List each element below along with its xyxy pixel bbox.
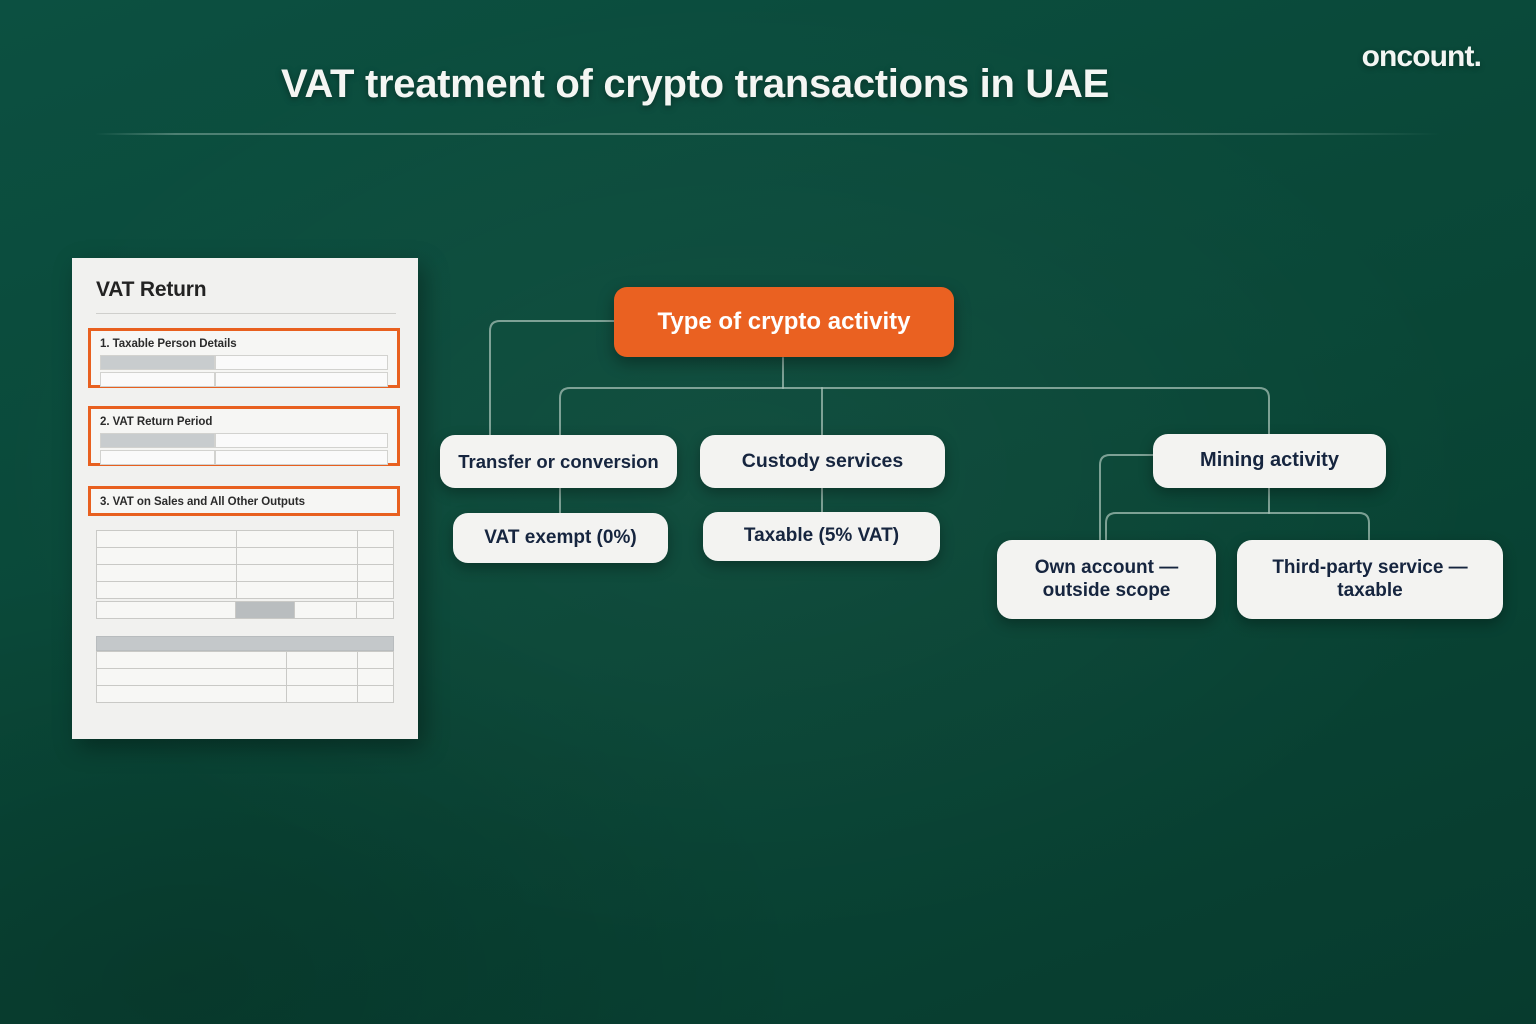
document-title: VAT Return — [96, 278, 207, 301]
document-section-label: 3. VAT on Sales and All Other Outputs — [100, 496, 305, 508]
document-field-row — [100, 372, 388, 387]
flow-node-third-party-service[interactable]: Third-party service — taxable — [1237, 540, 1503, 619]
flow-node-own-account[interactable]: Own account — outside scope — [997, 540, 1216, 619]
bar-segment — [97, 602, 237, 618]
flow-node-label: VAT exempt (0%) — [484, 526, 637, 548]
bar-segment-highlight — [236, 602, 296, 618]
document-section-label: 1. Taxable Person Details — [100, 338, 237, 350]
document-section-vat-return-period: 2. VAT Return Period — [88, 406, 400, 466]
document-grid-header-strip — [96, 636, 394, 651]
bar-segment — [357, 602, 393, 618]
table-row — [96, 530, 394, 548]
vat-return-document: VAT Return 1. Taxable Person Details 2. … — [72, 258, 418, 739]
flow-node-root-label: Type of crypto activity — [657, 307, 911, 335]
document-field-cell — [215, 372, 388, 387]
table-row — [95, 668, 394, 686]
flow-node-transfer-or-conversion[interactable]: Transfer or conversion — [440, 435, 677, 488]
document-title-rule — [96, 313, 396, 314]
bar-segment — [295, 602, 358, 618]
table-row — [95, 685, 394, 703]
flow-node-custody-services[interactable]: Custody services — [700, 435, 945, 488]
connector-main-bus — [559, 387, 1270, 437]
brand-logo: oncount. — [1361, 40, 1482, 73]
document-section-vat-on-sales: 3. VAT on Sales and All Other Outputs — [88, 486, 400, 516]
flow-node-label: Third-party service — taxable — [1272, 557, 1468, 601]
document-total-bar — [96, 601, 394, 619]
document-field-cell — [100, 355, 216, 370]
table-row — [95, 651, 394, 669]
document-section-label: 2. VAT Return Period — [100, 416, 213, 428]
document-grid-lower — [95, 651, 394, 703]
flow-node-label: Custody services — [741, 450, 904, 472]
flow-node-label: Own account — outside scope — [1034, 557, 1179, 601]
flow-node-label: Taxable (5% VAT) — [743, 525, 900, 547]
document-field-row — [100, 355, 388, 370]
flow-node-label: Mining activity — [1200, 449, 1339, 472]
table-row — [96, 547, 394, 565]
connector-root-left-stub — [489, 320, 615, 437]
document-field-cell — [215, 450, 388, 465]
document-field-cell — [100, 433, 216, 448]
flow-node-root[interactable]: Type of crypto activity — [614, 287, 954, 357]
table-row — [96, 581, 394, 599]
flow-node-taxable-five-percent[interactable]: Taxable (5% VAT) — [703, 512, 940, 561]
document-field-row — [100, 433, 388, 448]
document-field-row — [100, 450, 388, 465]
page-title: VAT treatment of crypto transactions in … — [281, 62, 1109, 106]
flow-node-mining-activity[interactable]: Mining activity — [1153, 434, 1386, 488]
document-field-cell — [215, 433, 388, 448]
document-field-cell — [215, 355, 388, 370]
flow-node-vat-exempt[interactable]: VAT exempt (0%) — [453, 513, 668, 563]
table-row — [96, 564, 394, 582]
connector-mining-bus — [1105, 512, 1370, 542]
header-divider — [95, 133, 1440, 135]
document-grid-upper — [96, 530, 394, 599]
document-field-cell — [100, 372, 216, 387]
document-field-cell — [100, 450, 216, 465]
document-section-taxable-person-details: 1. Taxable Person Details — [88, 328, 400, 388]
flow-node-label: Transfer or conversion — [458, 450, 659, 472]
